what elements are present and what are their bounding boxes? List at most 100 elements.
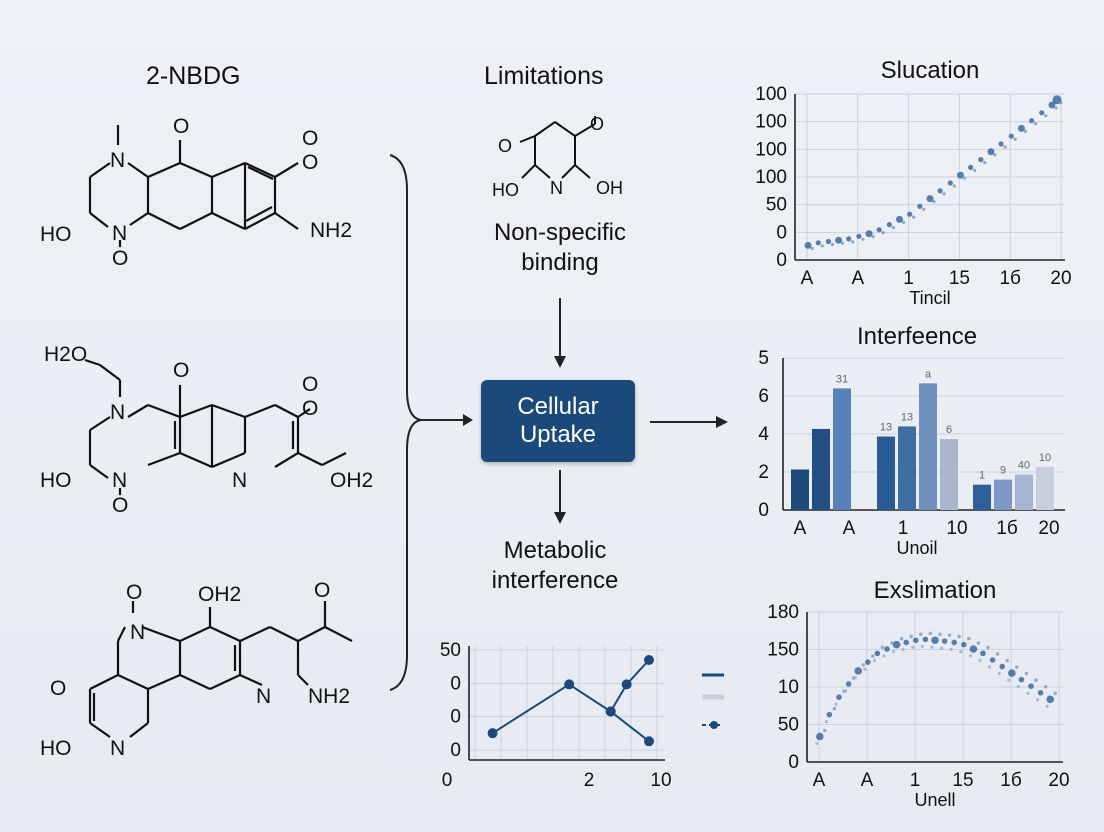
chart1-point-jitter [912, 215, 916, 219]
uptake-line1: Cellular [517, 393, 599, 420]
brace [389, 154, 473, 691]
chart3-point-jitter [957, 634, 961, 639]
chart1-point-jitter [942, 192, 946, 196]
nonspecific-line2: binding [521, 249, 599, 276]
chart2-data-label: a [925, 368, 932, 380]
chart2-title: Interfeence [857, 323, 977, 350]
chart1-point-jitter [830, 242, 834, 247]
chart1-xtick: 15 [949, 268, 970, 289]
chart3-point-jitter [947, 633, 952, 637]
chart3-point [1037, 689, 1044, 696]
chart3-point [961, 641, 967, 648]
chart3-xlabel: Unell [914, 790, 955, 810]
chart1-point [926, 195, 934, 203]
sugar-n: N [550, 178, 563, 198]
chart2-ytick: 6 [758, 386, 769, 407]
sugar-o-left: O [498, 136, 512, 156]
chart3-point [903, 639, 909, 646]
metabolic-label: Metabolic interference [465, 536, 645, 596]
mol2-n-mid: N [110, 401, 125, 424]
chart4-series-line [492, 683, 650, 743]
chart1-ytick: 100 [755, 167, 787, 188]
mol2-n-ring: N [232, 469, 247, 492]
chart1-ytick: 0 [776, 222, 787, 243]
mol1-n-bottom: N [112, 222, 127, 245]
chart2-xtick: 1 [898, 518, 909, 539]
legend-marks [702, 673, 724, 729]
chart1-point-jitter [861, 237, 865, 241]
chart3-point-jitter2 [1026, 691, 1030, 695]
mol1-n-mid: N [110, 149, 125, 172]
chart4-xtick: 0 [442, 770, 453, 791]
chart2-bar [877, 436, 895, 510]
chart2-data-label: 40 [1018, 460, 1030, 472]
chart1-point-jitter [1059, 101, 1063, 105]
chart3-point-jitter2 [968, 654, 972, 658]
chart2-ytick: 4 [758, 424, 769, 445]
chart1-point-jitter [932, 200, 936, 204]
chart1-xtick: 1 [903, 268, 914, 289]
chart2-data-label: 13 [880, 422, 892, 434]
chart4-point [487, 728, 498, 739]
chart4-ytick: 0 [450, 707, 461, 728]
chart3-point [922, 636, 929, 643]
nonspecific-line1: Non-specific [493, 219, 627, 246]
chart3-point [826, 711, 833, 718]
chart3-point-jitter2 [824, 720, 828, 724]
chart1-point-jitter [962, 176, 967, 180]
mol1-ho: HO [40, 223, 72, 246]
chart1-point-jitter [1013, 137, 1017, 141]
chart2-data-label: 13 [901, 411, 913, 423]
chart3-point-jitter2 [930, 645, 934, 649]
chart1-point-jitter [1044, 114, 1048, 118]
chart1-point [956, 171, 964, 179]
chart1-point-jitter [952, 184, 956, 188]
chart3-point-jitter2 [853, 676, 857, 680]
chart1-point-jitter [820, 244, 824, 248]
chart1-point [947, 180, 953, 186]
mol3-o-left: O [50, 677, 66, 700]
chart3-point-jitter [1024, 671, 1029, 676]
chart1-point [1039, 110, 1045, 116]
chart3-xtick: 15 [952, 770, 973, 791]
chart2-ytick: 5 [758, 348, 769, 369]
chart2-xlabel: Unoil [896, 538, 937, 558]
chart2-data-label: 31 [836, 373, 848, 385]
sugar-molecule: O O HO N OH [492, 114, 623, 200]
chart3-ytick: 10 [778, 677, 799, 698]
chart4-point [644, 655, 654, 665]
chart3-xtick: 1б [1000, 770, 1022, 791]
sugar-ho: HO [492, 180, 519, 200]
chart1-ytick: 100 [755, 112, 787, 133]
chart1-point-jitter [973, 168, 977, 172]
chart2-data-label: 6 [946, 424, 952, 436]
chart1-xtick: A [851, 268, 864, 289]
chart3-point-jitter [899, 636, 904, 641]
chart3-point-jitter [1034, 678, 1038, 682]
mol1-o-right2: O [302, 127, 318, 150]
chart2-xtick: 10 [946, 518, 967, 539]
chart4-point [621, 679, 632, 690]
chart3-point [1028, 683, 1034, 689]
chart3-point [845, 681, 852, 687]
chart1-point [886, 222, 892, 228]
chart1-point-jitter [871, 235, 875, 239]
chart3-point-jitter [871, 654, 875, 658]
uptake-line2: Uptake [519, 421, 597, 448]
chart1-point-jitter [1003, 145, 1007, 149]
chart3-point [865, 659, 871, 665]
chart2-data-label: 9 [1000, 465, 1006, 477]
chart2-bar [833, 388, 851, 510]
chart1-ytick: 100 [755, 84, 787, 105]
mol3-ho: HO [40, 737, 72, 760]
chart3-point-jitter [861, 663, 865, 667]
chart1-point [815, 240, 821, 246]
chart2-bar [994, 479, 1012, 510]
chart4-point [564, 679, 575, 690]
chart3-point-jitter2 [1036, 698, 1040, 702]
chart1-point [1052, 95, 1062, 105]
chart2-data-label: 10 [1039, 452, 1051, 464]
chart3-point-jitter2 [949, 647, 953, 652]
